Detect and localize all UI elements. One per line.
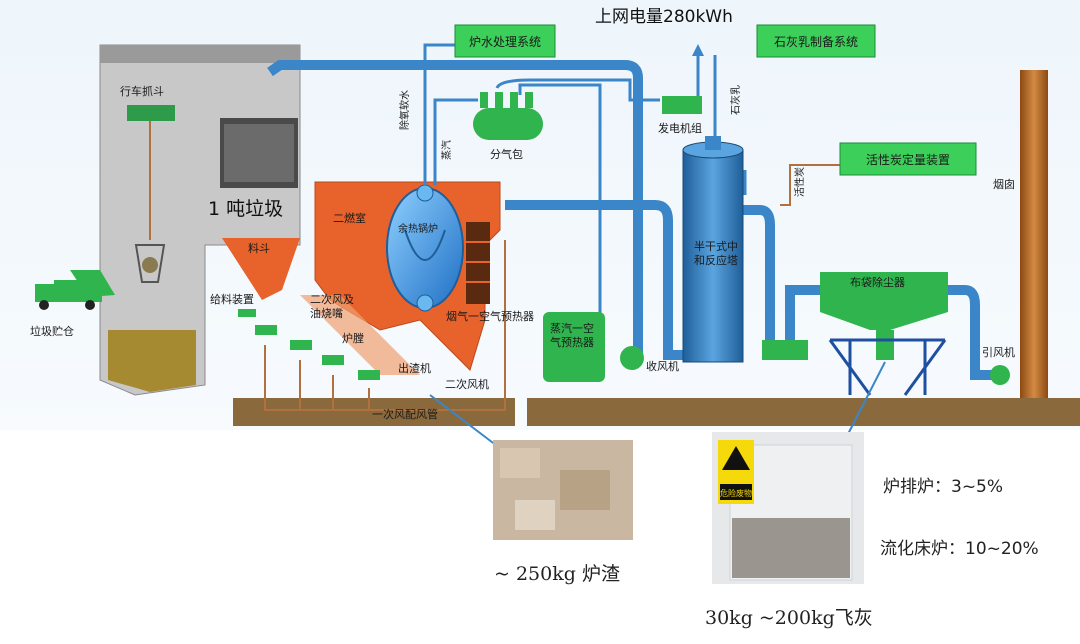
- slag-caption: ~ 250kg 炉渣: [494, 563, 620, 585]
- slag-arrow: [429, 394, 506, 453]
- baghouse: [762, 272, 948, 396]
- steam-drum: [473, 92, 543, 140]
- furnace-label: 炉膛: [342, 331, 364, 345]
- garbage-truck: [35, 270, 115, 310]
- steam-air-preheater: [543, 312, 605, 382]
- carbon-pipe: [780, 164, 840, 206]
- waste-heat-boiler: [386, 184, 464, 312]
- crane: [127, 105, 175, 283]
- slag-machine-label: 出渣机: [398, 361, 431, 375]
- deoxy-water-label: 除氧软水: [398, 90, 411, 130]
- water-treatment-label: 炉水处理系统: [469, 35, 541, 49]
- hazard-label: 危险废物: [720, 488, 752, 498]
- ground-right: [527, 398, 1080, 426]
- ash-arrow: [844, 361, 886, 441]
- lime-label: 石灰乳制备系统: [774, 35, 858, 49]
- boiler-label: 余热锅炉: [398, 222, 438, 235]
- fluid-rate-text: 流化床炉：10~20%: [880, 539, 1039, 559]
- ground-left: [233, 398, 515, 426]
- water-treatment-box: 炉水处理系统: [454, 24, 556, 58]
- warning-triangle-icon: [722, 446, 750, 470]
- steam-heater-label: 蒸汽一空气预热器: [550, 321, 594, 349]
- feeder-label: 给料装置: [210, 292, 254, 306]
- grate-steps: [238, 309, 380, 380]
- slag-photo: [493, 440, 633, 540]
- power-arrow: [692, 44, 704, 56]
- fly-ash-beaker: 危险废物: [712, 432, 864, 584]
- primary-air-pipe: [264, 240, 506, 411]
- chimney-label: 烟囱: [993, 177, 1015, 191]
- reactor-tower: [682, 136, 744, 363]
- crane-label: 行车抓斗: [120, 84, 164, 98]
- lime-box: 石灰乳制备系统: [756, 24, 876, 58]
- second-chamber-label: 二燃室: [333, 211, 366, 225]
- suction-fan-label: 收风机: [646, 359, 679, 373]
- pit-label: 垃圾贮仓: [30, 324, 74, 338]
- id-fan-label: 引风机: [982, 345, 1015, 359]
- steam-label: 蒸汽: [440, 140, 453, 160]
- hopper: [222, 238, 300, 300]
- suction-fan: [620, 346, 644, 370]
- fly-ash-caption: 30kg ~200kg飞灰: [705, 607, 873, 629]
- ton-label: 1 吨垃圾: [208, 198, 283, 220]
- reactor-label: 半干式中和反应塔: [694, 239, 738, 267]
- primary-air-label: 一次风配风管: [372, 407, 438, 421]
- generator: [662, 96, 702, 114]
- carbon-pipe-label: 活性炭: [793, 167, 806, 197]
- id-fan: [990, 365, 1010, 385]
- flue-heater-label: 烟气一空气预热器: [446, 309, 534, 323]
- hopper-label: 料斗: [248, 241, 270, 255]
- water-steam-pipes: [423, 43, 747, 340]
- generator-label: 发电机组: [658, 121, 702, 135]
- flue-pipes: [267, 60, 995, 380]
- second-fan-label: 二次风机: [445, 377, 489, 391]
- baghouse-label: 布袋除尘器: [850, 275, 905, 289]
- power-label: 上网电量280kWh: [595, 7, 733, 27]
- steam-drum-label: 分气包: [490, 147, 523, 161]
- chimney: [1020, 70, 1048, 398]
- carbon-box: 活性炭定量装置: [839, 142, 977, 176]
- second-air-burner-label: 二次风及油烧嘴: [310, 292, 354, 320]
- lime-pipe-label: 石灰乳: [729, 85, 742, 115]
- carbon-label: 活性炭定量装置: [866, 152, 950, 167]
- grate-rate-text: 炉排炉：3~5%: [883, 477, 1004, 497]
